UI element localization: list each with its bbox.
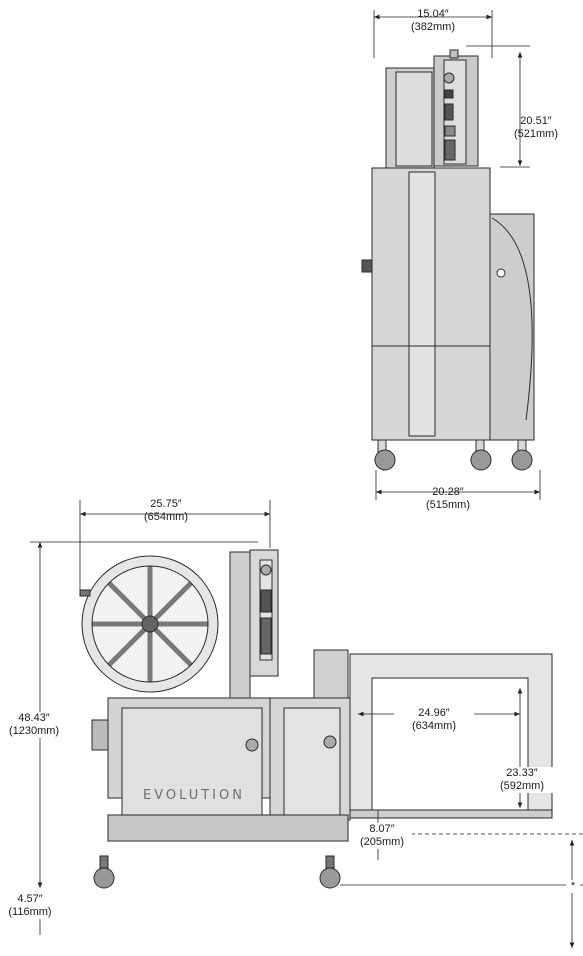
dim-metric: (116mm): [8, 906, 52, 918]
strap-reel: [79, 555, 219, 693]
dim-value: 23.33″: [506, 767, 538, 779]
dimension-caster-height: 4.57″ (116mm): [0, 893, 60, 919]
dimension-top-width: 15.04″ (382mm): [398, 8, 468, 34]
side-view: [361, 49, 535, 471]
dim-value: 25.75″: [150, 498, 182, 510]
dim-metric: (521mm): [513, 128, 558, 140]
dim-value: 24.96″: [418, 707, 450, 719]
dim-metric: (1230mm): [8, 725, 60, 737]
dim-metric: (382mm): [410, 21, 455, 33]
dimension-reel-width: 25.75″ (654mm): [126, 498, 206, 524]
dim-value: 15.04″: [417, 8, 449, 20]
dim-value: 20.51″: [520, 115, 552, 127]
dimension-table-height: 8.07″ (205mm): [352, 823, 412, 849]
dimension-arch-width: 24.96″ (634mm): [394, 707, 474, 733]
dim-note: *: [570, 880, 576, 892]
dim-metric: (634mm): [411, 720, 456, 732]
dim-metric: (515mm): [425, 499, 470, 511]
dimension-arch-height: 23.33″ (592mm): [484, 767, 560, 793]
dim-value: 20.28″: [432, 486, 464, 498]
dimension-top-height: 20.51″ (521mm): [496, 115, 576, 141]
dim-value: 48.43″: [18, 712, 50, 724]
dimension-overall-height: 48.43″ (1230mm): [0, 712, 68, 738]
dim-metric: (205mm): [359, 836, 404, 848]
brand-label: EVOLUTION: [143, 788, 245, 803]
front-view: [79, 549, 553, 889]
dimension-base-width: 20.28″ (515mm): [408, 486, 488, 512]
footnote-asterisk: *: [566, 880, 580, 893]
dim-value: 4.57″: [17, 893, 43, 905]
dim-metric: (654mm): [143, 511, 188, 523]
dim-value: 8.07″: [369, 823, 395, 835]
dim-metric: (592mm): [499, 780, 544, 792]
